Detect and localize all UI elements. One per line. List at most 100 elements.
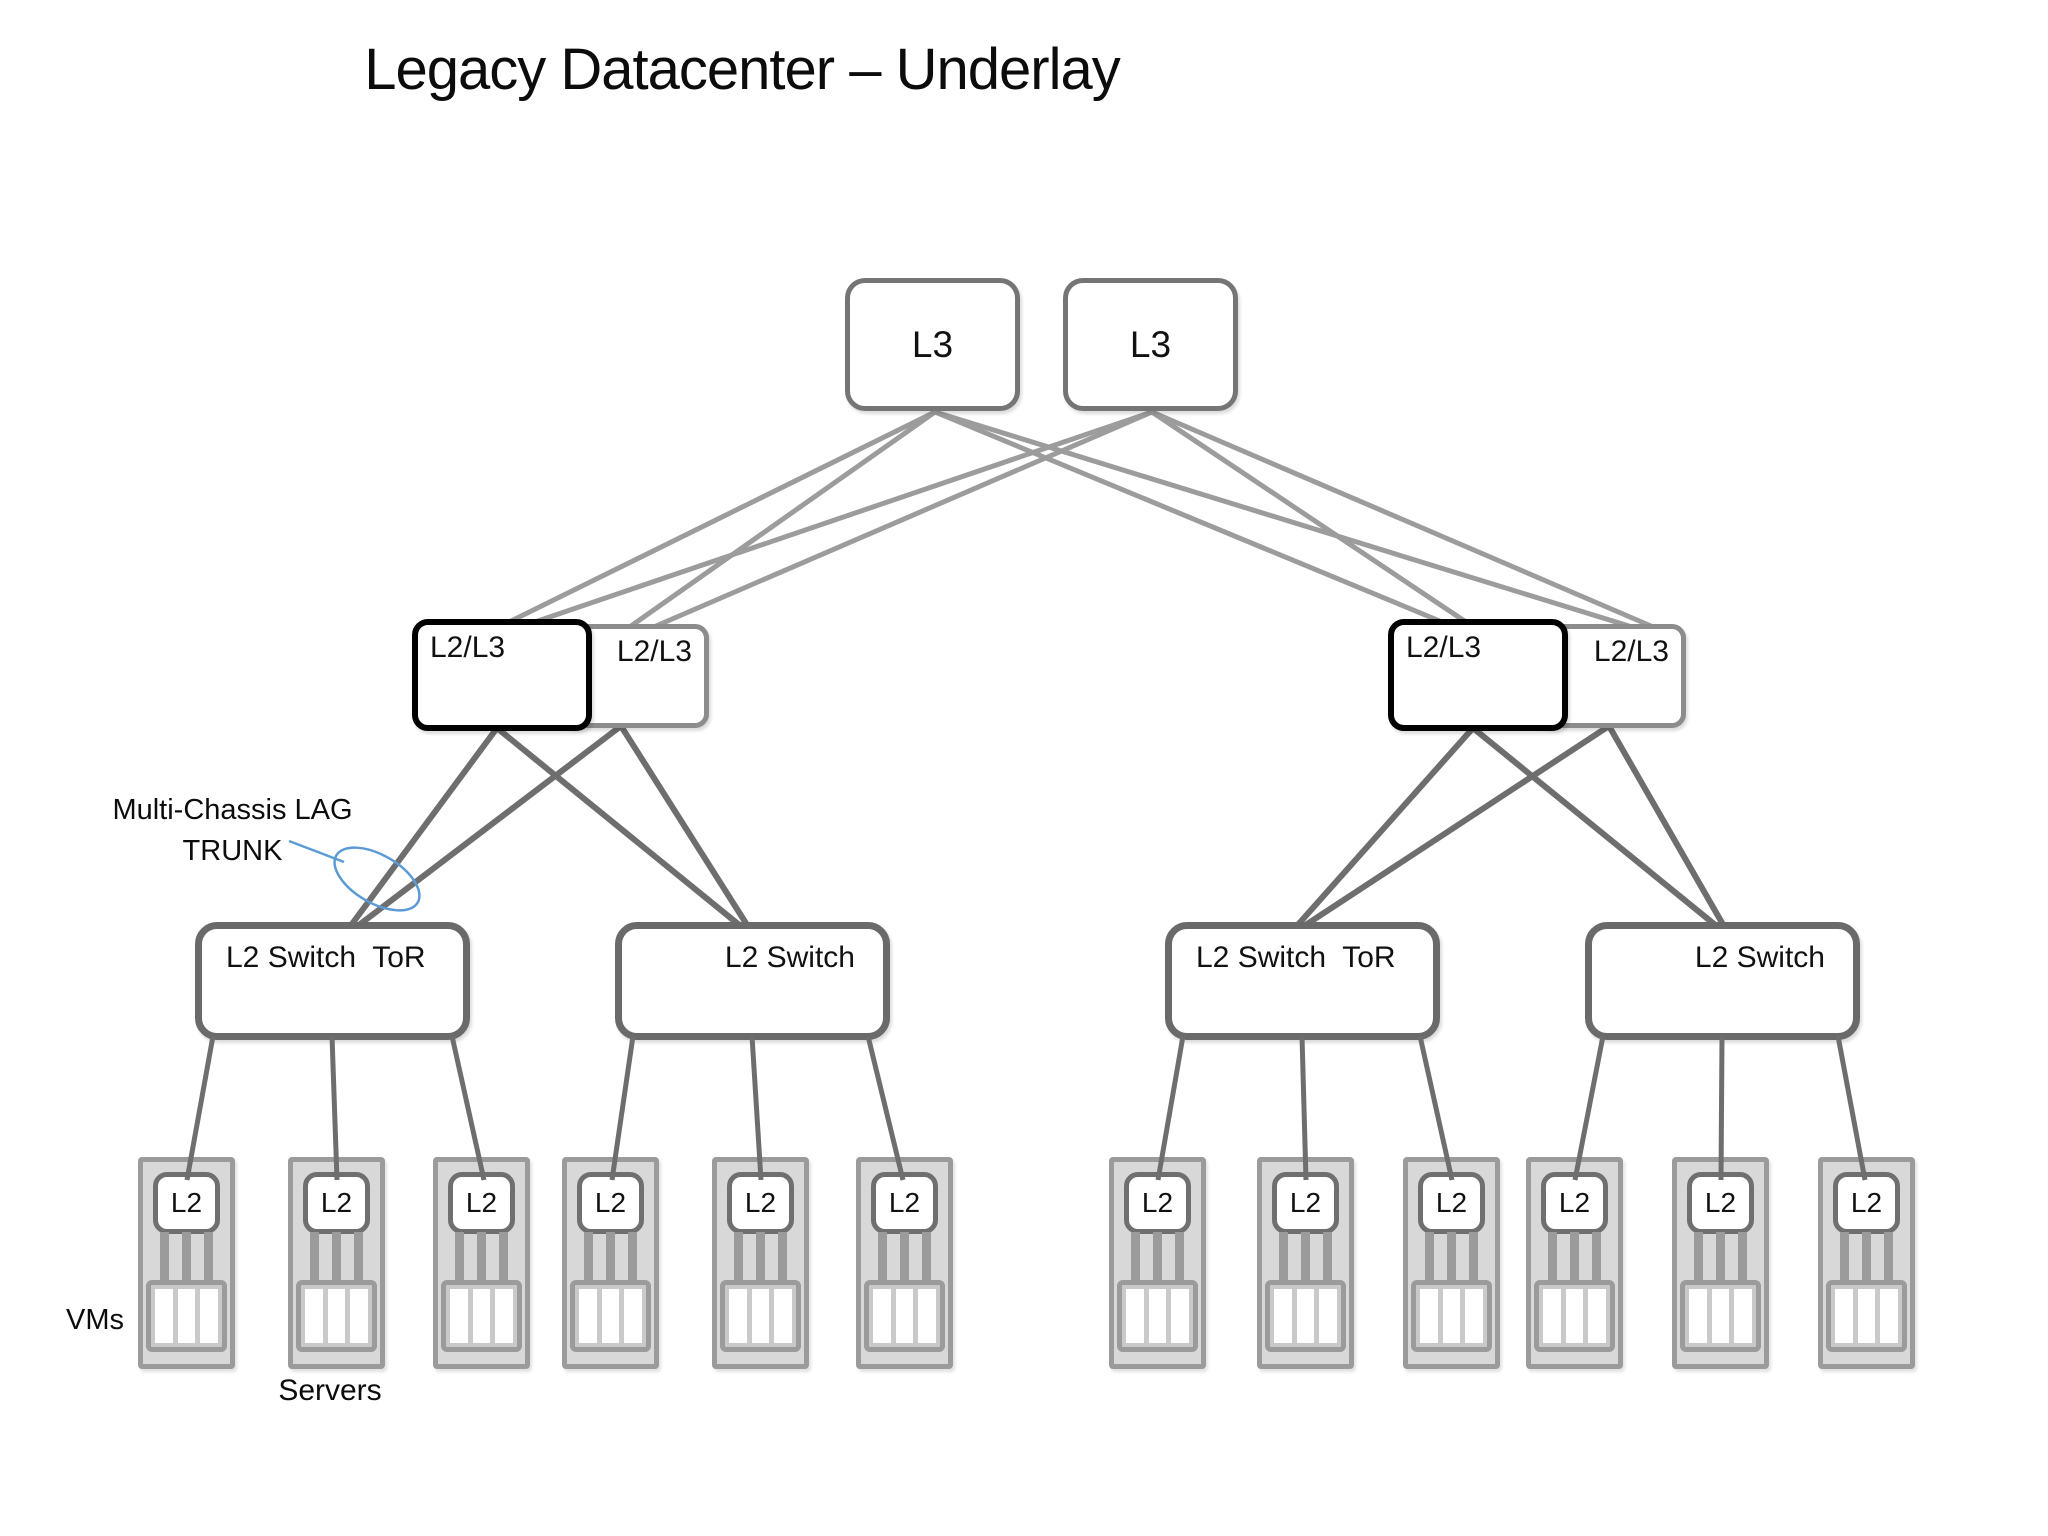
vm-slot	[1543, 1289, 1561, 1343]
server-l2-label: L2	[888, 1187, 921, 1218]
vm-slot	[1171, 1289, 1190, 1343]
server: L2	[288, 1157, 385, 1369]
vm-slot	[350, 1289, 369, 1343]
multi-chassis-lag-note: Multi-Chassis LAG TRUNK	[85, 790, 380, 872]
l3-label: L3	[1129, 323, 1172, 365]
vm-slot	[895, 1289, 914, 1343]
server-link-bar	[1884, 1232, 1893, 1282]
vm-slot	[1148, 1289, 1167, 1343]
vm-slot	[155, 1289, 173, 1343]
server-link-bar	[1323, 1232, 1332, 1282]
server-vm-group	[146, 1280, 227, 1352]
vm-slot	[472, 1289, 491, 1343]
server-vm-group	[1534, 1280, 1615, 1352]
server-link-bar	[1153, 1232, 1162, 1282]
server-l2-label: L2	[1289, 1187, 1322, 1218]
server: L2	[712, 1157, 809, 1369]
server-l2-box: L2	[1124, 1172, 1191, 1234]
server-link-bar	[182, 1232, 191, 1282]
vm-slot	[751, 1289, 770, 1343]
vm-slot	[774, 1289, 793, 1343]
vm-slot	[1442, 1289, 1461, 1343]
vm-slot	[1734, 1289, 1753, 1343]
server-l2-box: L2	[727, 1172, 794, 1234]
server-l2-box: L2	[1541, 1172, 1608, 1234]
l2-switch-node: L2 Switch	[1585, 922, 1860, 1040]
server-vm-group	[720, 1280, 801, 1352]
server-link-bar	[628, 1232, 637, 1282]
server-link-bar	[1425, 1232, 1434, 1282]
server-link-bar	[499, 1232, 508, 1282]
server-link-bar	[1694, 1232, 1703, 1282]
l2l3-label: L2/L3	[1593, 635, 1669, 668]
server-link-bar	[922, 1232, 931, 1282]
servers-label: Servers	[278, 1374, 382, 1407]
vm-slot	[1711, 1289, 1730, 1343]
server-link-bar	[1548, 1232, 1557, 1282]
lag-note-line1: Multi-Chassis LAG	[112, 794, 353, 826]
server-vm-group	[296, 1280, 377, 1352]
vm-slot	[873, 1289, 891, 1343]
server-link-bar	[1840, 1232, 1849, 1282]
server-l2-label: L2	[1435, 1187, 1468, 1218]
server-l2-label: L2	[1558, 1187, 1591, 1218]
server-l2-box: L2	[153, 1172, 220, 1234]
vm-slot	[1835, 1289, 1853, 1343]
server-link-bar	[1570, 1232, 1579, 1282]
server-link-bar	[756, 1232, 765, 1282]
vm-slot	[579, 1289, 597, 1343]
server: L2	[138, 1157, 235, 1369]
server-link-bar	[734, 1232, 743, 1282]
l2l3-node-black: L2/L3	[412, 619, 592, 731]
vm-slot	[200, 1289, 219, 1343]
aggregation-to-access-links	[346, 723, 1728, 931]
server-l2-label: L2	[170, 1187, 203, 1218]
server-link-bar	[310, 1232, 319, 1282]
server-link-bar	[1738, 1232, 1747, 1282]
server-l2-box: L2	[577, 1172, 644, 1234]
switch-label: L2 Switch ToR	[226, 941, 426, 974]
switch-label: L2 Switch	[1694, 941, 1825, 974]
vm-slot	[1319, 1289, 1338, 1343]
server-link-bar	[584, 1232, 593, 1282]
server-link-bar	[1279, 1232, 1288, 1282]
switch-label: L2 Switch	[724, 941, 855, 974]
server: L2	[562, 1157, 659, 1369]
l2l3-label: L2/L3	[430, 631, 506, 664]
server-link-bar	[354, 1232, 363, 1282]
server-link-bar	[1175, 1232, 1184, 1282]
vm-slot	[1126, 1289, 1144, 1343]
vm-slot	[1857, 1289, 1876, 1343]
server-vm-group	[1411, 1280, 1492, 1352]
server: L2	[1403, 1157, 1500, 1369]
server: L2	[1818, 1157, 1915, 1369]
l2-switch-tor-node: L2 Switch ToR	[1165, 922, 1440, 1040]
server-vm-group	[864, 1280, 945, 1352]
server-link-bar	[900, 1232, 909, 1282]
vm-slot	[495, 1289, 514, 1343]
server-vm-group	[1265, 1280, 1346, 1352]
server-l2-box: L2	[1687, 1172, 1754, 1234]
server-l2-box: L2	[303, 1172, 370, 1234]
vm-slot	[624, 1289, 643, 1343]
server-link-bar	[1131, 1232, 1140, 1282]
server-link-bar	[1592, 1232, 1601, 1282]
page-title: Legacy Datacenter – Underlay	[364, 37, 1120, 102]
l2l3-label: L2/L3	[1406, 631, 1482, 664]
vm-slot	[177, 1289, 196, 1343]
server-vm-group	[1117, 1280, 1198, 1352]
l2-switch-node: L2 Switch	[615, 922, 890, 1040]
server-link-bar	[204, 1232, 213, 1282]
server-vm-group	[570, 1280, 651, 1352]
server: L2	[433, 1157, 530, 1369]
server-link-bar	[1862, 1232, 1871, 1282]
lag-note-line2: TRUNK	[182, 835, 283, 867]
server-l2-box: L2	[871, 1172, 938, 1234]
server-l2-box: L2	[1833, 1172, 1900, 1234]
l2l3-label: L2/L3	[616, 635, 692, 668]
vm-slot	[729, 1289, 747, 1343]
vm-slot	[305, 1289, 323, 1343]
vm-slot	[450, 1289, 468, 1343]
vm-slot	[1296, 1289, 1315, 1343]
